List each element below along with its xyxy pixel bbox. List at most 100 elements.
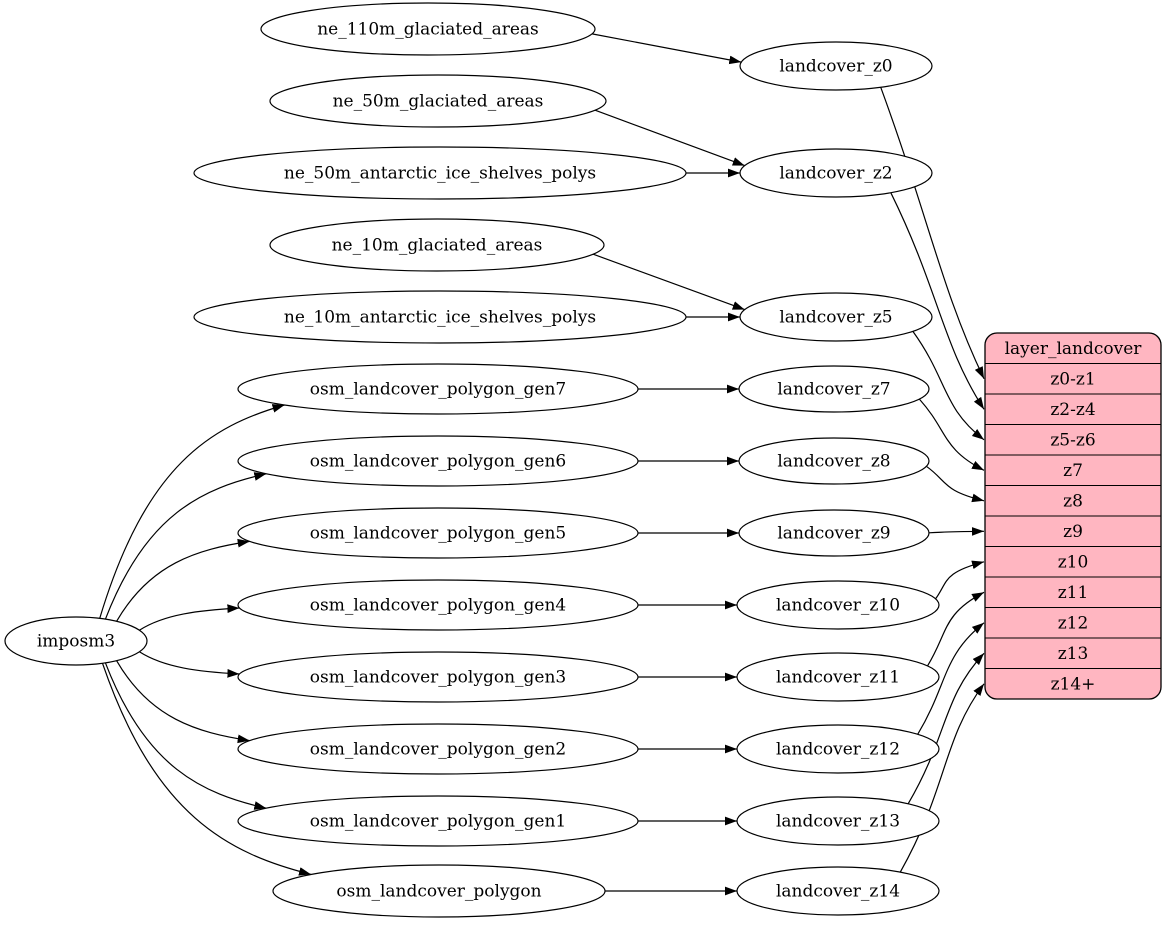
node-landcover_z2-label: landcover_z2 (779, 164, 892, 184)
node-osm_landcover_polygon_gen3-shape (237, 651, 639, 703)
node-ne_10m_glaciated_areas: ne_10m_glaciated_areas (269, 218, 605, 272)
node-landcover_z8: landcover_z8 (738, 437, 930, 485)
node-landcover_z14-label: landcover_z14 (776, 882, 900, 902)
node-landcover_z7-shape (738, 365, 930, 413)
edge-imposm3-to-osm_landcover_polygon_gen6 (104, 472, 267, 620)
table-row-z2-z4: z2-z4 (1050, 400, 1095, 420)
edge-landcover_z8-to-layer_landcover-z8 (926, 465, 985, 503)
node-ne_50m_glaciated_areas-label: ne_50m_glaciated_areas (333, 92, 544, 112)
node-landcover_z0: landcover_z0 (739, 41, 933, 91)
edge-landcover_z10-to-layer_landcover-z10 (935, 560, 985, 600)
edges-layer (99, 33, 985, 896)
edge-landcover_z12-to-layer_landcover-z12 (917, 622, 985, 735)
node-imposm3: imposm3 (4, 616, 148, 666)
node-landcover_z12-shape (736, 724, 940, 774)
table-row-z7: z7 (1063, 461, 1083, 481)
table-row-z8: z8 (1063, 491, 1083, 511)
node-osm_landcover_polygon: osm_landcover_polygon (272, 864, 606, 918)
edge-imposm3-to-osm_landcover_polygon_gen7 (99, 404, 285, 619)
node-ne_50m_glaciated_areas-shape (269, 74, 607, 128)
node-landcover_z12-label: landcover_z12 (776, 740, 900, 760)
edge-imposm3-to-osm_landcover_polygon_gen3 (139, 651, 240, 678)
node-landcover_z12: landcover_z12 (736, 724, 940, 774)
edge-imposm3-to-osm_landcover_polygon_gen5 (116, 538, 250, 622)
node-osm_landcover_polygon_gen3: osm_landcover_polygon_gen3 (237, 651, 639, 703)
node-landcover_z10-shape (736, 580, 940, 630)
node-ne_50m_glaciated_areas: ne_50m_glaciated_areas (269, 74, 607, 128)
node-landcover_z14-shape (736, 866, 940, 916)
node-landcover_z13-shape (736, 796, 940, 846)
table-row-z12: z12 (1058, 613, 1089, 633)
node-ne_50m_antarctic_ice_shelves_polys: ne_50m_antarctic_ice_shelves_polys (193, 146, 687, 200)
node-landcover_z11-shape (736, 652, 940, 702)
table-row-z10: z10 (1058, 552, 1089, 572)
node-osm_landcover_polygon_gen5-label: osm_landcover_polygon_gen5 (310, 524, 566, 544)
table-row-z5-z6: z5-z6 (1050, 430, 1095, 450)
node-osm_landcover_polygon-shape (272, 864, 606, 918)
edge-landcover_z0-to-layer_landcover-z0-z1 (880, 86, 985, 380)
node-landcover_z8-label: landcover_z8 (777, 452, 890, 472)
table-title: layer_landcover (1005, 339, 1143, 359)
node-landcover_z0-shape (739, 41, 933, 91)
node-ne_10m_antarctic_ice_shelves_polys: ne_10m_antarctic_ice_shelves_polys (193, 290, 687, 344)
edge-ne_110m_glaciated_areas-to-landcover_z0 (591, 33, 742, 65)
edge-imposm3-to-osm_landcover_polygon_gen4 (139, 604, 240, 631)
node-osm_landcover_polygon_gen7-shape (237, 363, 639, 415)
node-ne_10m_antarctic_ice_shelves_polys-shape (193, 290, 687, 344)
edge-landcover_z11-to-layer_landcover-z11 (926, 591, 985, 667)
node-osm_landcover_polygon_gen4: osm_landcover_polygon_gen4 (237, 579, 639, 631)
node-landcover_z10: landcover_z10 (736, 580, 940, 630)
node-landcover_z13-label: landcover_z13 (776, 812, 900, 832)
table-row-z14+: z14+ (1051, 674, 1096, 694)
edge-landcover_z13-to-layer_landcover-z13 (907, 652, 985, 805)
table-row-z0-z1: z0-z1 (1050, 369, 1095, 389)
node-osm_landcover_polygon_gen2-label: osm_landcover_polygon_gen2 (310, 740, 566, 760)
node-osm_landcover_polygon_gen4-label: osm_landcover_polygon_gen4 (310, 596, 566, 616)
node-landcover_z5: landcover_z5 (739, 292, 933, 342)
edge-imposm3-to-osm_landcover_polygon (101, 663, 312, 876)
node-osm_landcover_polygon_gen6-shape (237, 435, 639, 487)
edge-landcover_z2-to-layer_landcover-z2-z4 (890, 192, 985, 410)
node-imposm3-label: imposm3 (37, 632, 115, 652)
node-landcover_z10-label: landcover_z10 (776, 596, 900, 616)
edge-landcover_z5-to-layer_landcover-z5-z6 (912, 331, 985, 441)
node-ne_10m_antarctic_ice_shelves_polys-label: ne_10m_antarctic_ice_shelves_polys (284, 308, 596, 328)
node-osm_landcover_polygon_gen6-label: osm_landcover_polygon_gen6 (310, 452, 566, 472)
node-osm_landcover_polygon_gen7-label: osm_landcover_polygon_gen7 (310, 380, 566, 400)
node-landcover_z9-label: landcover_z9 (777, 524, 890, 544)
node-osm_landcover_polygon_gen1: osm_landcover_polygon_gen1 (237, 795, 639, 847)
node-landcover_z8-shape (738, 437, 930, 485)
node-landcover_z13: landcover_z13 (736, 796, 940, 846)
edge-ne_50m_glaciated_areas-to-landcover_z2 (594, 109, 745, 167)
table-row-z13: z13 (1058, 644, 1089, 664)
edge-landcover_z9-to-layer_landcover-z9 (928, 527, 985, 536)
table-layer_landcover: layer_landcoverz0-z1z2-z4z5-z6z7z8z9z10z… (984, 332, 1162, 700)
node-landcover_z5-label: landcover_z5 (779, 308, 892, 328)
edge-landcover_z14-to-layer_landcover-z14+ (899, 683, 985, 873)
node-landcover_z0-label: landcover_z0 (779, 57, 892, 77)
node-osm_landcover_polygon-label: osm_landcover_polygon (336, 882, 541, 902)
node-landcover_z14: landcover_z14 (736, 866, 940, 916)
edge-ne_10m_glaciated_areas-to-landcover_z5 (592, 253, 745, 311)
node-osm_landcover_polygon_gen2: osm_landcover_polygon_gen2 (237, 723, 639, 775)
node-landcover_z7: landcover_z7 (738, 365, 930, 413)
node-osm_landcover_polygon_gen5: osm_landcover_polygon_gen5 (237, 507, 639, 559)
edge-imposm3-to-osm_landcover_polygon_gen1 (104, 662, 267, 810)
node-osm_landcover_polygon_gen4-shape (237, 579, 639, 631)
node-landcover_z11: landcover_z11 (736, 652, 940, 702)
node-osm_landcover_polygon_gen5-shape (237, 507, 639, 559)
node-imposm3-shape (4, 616, 148, 666)
node-ne_110m_glaciated_areas-label: ne_110m_glaciated_areas (317, 20, 539, 40)
node-ne_110m_glaciated_areas-shape (260, 2, 596, 56)
node-landcover_z9-shape (738, 509, 930, 557)
node-landcover_z2: landcover_z2 (739, 148, 933, 198)
edge-landcover_z7-to-layer_landcover-z7 (918, 398, 985, 471)
node-ne_10m_glaciated_areas-shape (269, 218, 605, 272)
node-ne_50m_antarctic_ice_shelves_polys-shape (193, 146, 687, 200)
edge-imposm3-to-osm_landcover_polygon_gen2 (116, 660, 250, 744)
node-osm_landcover_polygon_gen7: osm_landcover_polygon_gen7 (237, 363, 639, 415)
node-landcover_z5-shape (739, 292, 933, 342)
node-osm_landcover_polygon_gen6: osm_landcover_polygon_gen6 (237, 435, 639, 487)
